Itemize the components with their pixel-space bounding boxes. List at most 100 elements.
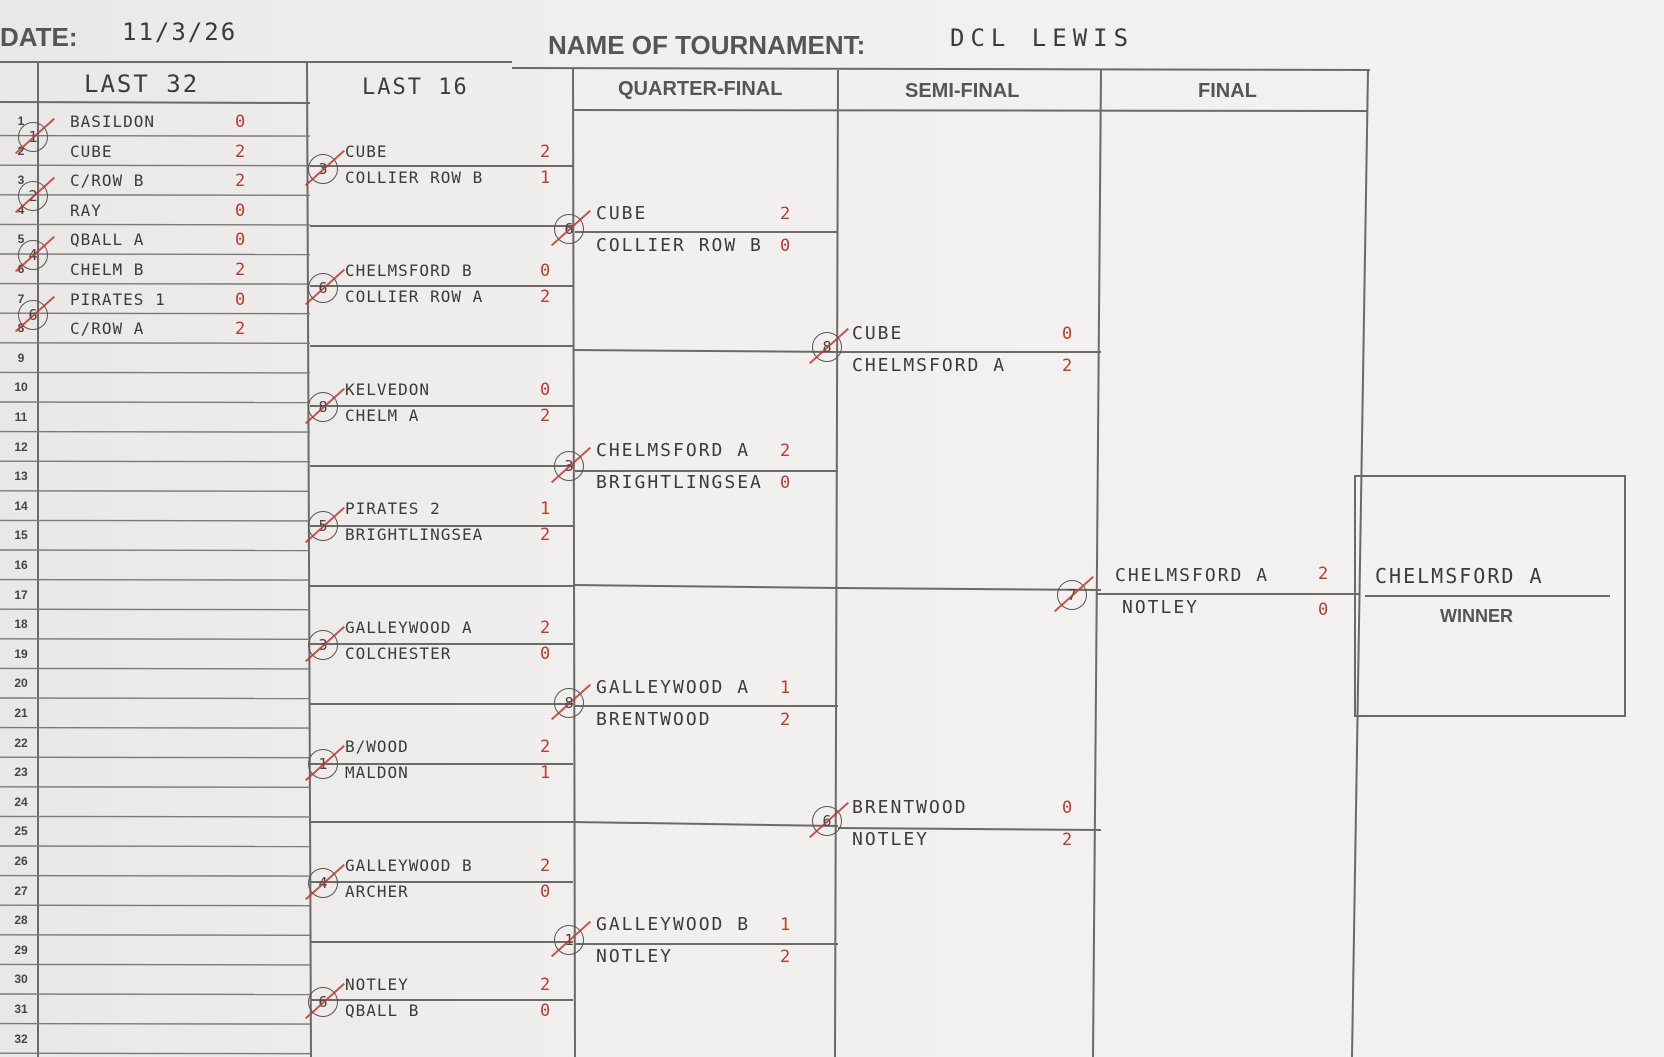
quarter-match-team-a: CHELMSFORD A xyxy=(596,440,751,461)
last16-match-table-marker: 1 xyxy=(308,749,338,779)
row-number: 17 xyxy=(14,587,28,602)
final-team-a: CHELMSFORD A xyxy=(1115,565,1270,586)
row-number: 14 xyxy=(14,498,28,513)
last16-match-table-marker: 5 xyxy=(308,511,338,541)
last16-match-score-b: 0 xyxy=(540,1001,551,1021)
row-number: 30 xyxy=(14,972,28,987)
last32-match-score-b: 2 xyxy=(235,141,246,162)
tournament-value: DCL LEWIS xyxy=(950,24,1135,52)
last16-match-team-a: GALLEYWOOD A xyxy=(345,618,473,637)
row-line xyxy=(0,490,311,492)
last32-match-team-a: BASILDON xyxy=(70,112,156,131)
row-number: 1 xyxy=(17,114,25,128)
row-number: 11 xyxy=(14,410,28,424)
row-line xyxy=(0,223,311,226)
row-number: 32 xyxy=(14,1031,28,1046)
final-score-b: 0 xyxy=(1318,600,1329,620)
last32-match-score-a: 0 xyxy=(235,230,246,251)
semi-match-score-b: 2 xyxy=(1062,356,1073,376)
row-line xyxy=(0,430,311,433)
column-last32: LAST 32 xyxy=(84,70,200,98)
last16-match-team-a: CUBE xyxy=(345,142,388,161)
last16-match-table-marker: 6 xyxy=(308,273,338,303)
row-line xyxy=(0,874,311,877)
quarter-match-score-a: 1 xyxy=(780,678,791,698)
last16-match-score-a: 1 xyxy=(540,499,551,519)
semi-match-team-b: CHELMSFORD A xyxy=(852,355,1007,376)
row-line xyxy=(0,253,311,256)
semi-match-table-marker: 6 xyxy=(812,806,842,836)
row-number: 9 xyxy=(17,350,25,365)
last16-match-team-b: BRIGHTLINGSEA xyxy=(345,525,484,544)
row-line xyxy=(0,963,311,966)
row-number: 23 xyxy=(14,765,28,780)
semi-match-table-marker: 8 xyxy=(812,332,842,362)
quarter-match-score-b: 2 xyxy=(780,710,791,730)
row-line xyxy=(0,401,311,404)
last16-match-team-a: CHELMSFORD B xyxy=(345,261,473,280)
last32-match-table-marker: 2 xyxy=(18,181,48,212)
row-line xyxy=(0,460,311,463)
row-line xyxy=(0,726,311,729)
last16-match-score-b: 1 xyxy=(540,168,551,188)
row-line xyxy=(0,342,311,344)
final-score-a: 2 xyxy=(1318,564,1329,584)
row-line xyxy=(0,756,311,759)
final-team-b: NOTLEY xyxy=(1122,597,1200,618)
last32-match-score-a: 0 xyxy=(235,289,246,310)
quarter-match-team-b: BRIGHTLINGSEA xyxy=(596,472,763,493)
row-number: 20 xyxy=(14,676,28,691)
final-table-marker: 7 xyxy=(1057,580,1087,610)
last32-match-table-marker: 1 xyxy=(18,122,48,152)
row-line xyxy=(0,549,311,552)
row-number: 16 xyxy=(14,558,28,572)
quarter-match-table-marker: 6 xyxy=(554,214,584,244)
last16-match-table-marker: 3 xyxy=(308,154,338,184)
quarter-match-team-a: CUBE xyxy=(596,203,648,224)
row-line xyxy=(0,164,311,167)
last16-match-score-b: 2 xyxy=(540,525,551,545)
quarter-match-table-marker: 3 xyxy=(554,451,584,481)
last32-match-team-a: QBALL A xyxy=(70,230,145,250)
last16-match-score-a: 0 xyxy=(540,380,551,400)
quarter-match-team-b: NOTLEY xyxy=(596,946,674,967)
row-line xyxy=(0,1022,311,1025)
column-final: FINAL xyxy=(1198,80,1257,102)
row-line xyxy=(0,134,311,137)
last16-match-team-a: B/WOOD xyxy=(345,737,409,756)
last16-match-team-b: COLCHESTER xyxy=(345,644,452,663)
row-line xyxy=(0,519,311,522)
quarter-match-team-a: GALLEYWOOD B xyxy=(596,914,751,935)
row-number: 21 xyxy=(14,706,28,720)
last16-match-team-b: ARCHER xyxy=(345,882,409,901)
quarter-match-team-a: GALLEYWOOD A xyxy=(596,677,751,698)
last16-match-score-a: 2 xyxy=(540,618,551,638)
last32-match-team-a: PIRATES 1 xyxy=(70,289,166,309)
last16-match-table-marker: 4 xyxy=(308,868,338,898)
last16-match-score-b: 1 xyxy=(540,763,551,783)
last16-match-table-marker: 3 xyxy=(308,630,338,660)
row-number: 13 xyxy=(14,469,28,484)
quarter-match-score-a: 2 xyxy=(780,204,791,224)
last32-match-team-b: CHELM B xyxy=(70,260,145,279)
last16-match-team-b: CHELM A xyxy=(345,406,420,425)
last32-match-team-b: RAY xyxy=(70,200,102,220)
quarter-match-score-b: 2 xyxy=(780,947,791,967)
quarter-match-table-marker: 8 xyxy=(554,688,584,718)
row-number: 29 xyxy=(14,942,28,957)
last32-match-score-a: 0 xyxy=(235,112,246,132)
row-number: 25 xyxy=(14,824,28,839)
row-number: 4 xyxy=(17,202,25,217)
last16-match-team-b: COLLIER ROW B xyxy=(345,168,484,187)
last32-match-table-marker: 4 xyxy=(18,240,48,271)
last16-match-score-b: 2 xyxy=(540,287,551,307)
row-number: 7 xyxy=(17,291,25,306)
last16-match-team-b: QBALL B xyxy=(345,1001,420,1020)
row-number: 3 xyxy=(17,173,25,188)
row-number: 27 xyxy=(14,883,28,898)
last16-match-score-b: 0 xyxy=(540,644,551,664)
row-number: 10 xyxy=(14,380,28,395)
tournament-label: NAME OF TOURNAMENT: xyxy=(548,30,866,60)
row-number: 19 xyxy=(14,646,28,661)
